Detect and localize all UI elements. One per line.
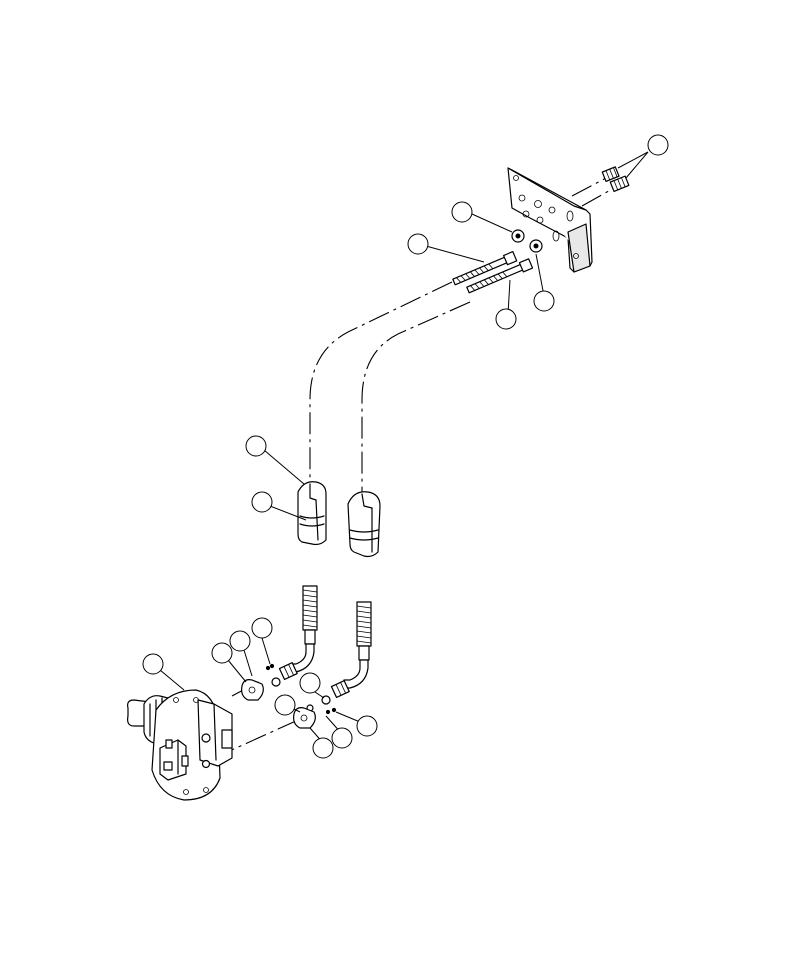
plate-hole (536, 216, 544, 224)
routing-line-left (309, 281, 453, 480)
plate-slot (566, 210, 574, 222)
routing-line-bracket-upper (571, 177, 607, 197)
leader-lines (159, 151, 649, 745)
plate-hole (534, 200, 542, 208)
motor-assembly (127, 689, 233, 801)
plate-slot (552, 230, 560, 242)
callout-c13 (274, 694, 296, 716)
callout-c9 (211, 642, 233, 664)
plate-hole (518, 194, 526, 202)
mounting-plate (507, 167, 593, 273)
callout-c7 (251, 491, 273, 513)
swivel-adapter-lower (293, 707, 316, 729)
hose-right (343, 601, 372, 689)
callout-c3 (407, 233, 429, 255)
routing-lines (213, 177, 615, 759)
callout-c10 (229, 630, 251, 652)
callout-c15 (331, 727, 353, 749)
routing-line-bracket-lower (581, 187, 615, 207)
hose-nut-left (278, 662, 298, 681)
callout-c5 (495, 308, 517, 330)
routing-line-right (361, 301, 471, 492)
plate-hole (513, 175, 519, 181)
callout-c4 (533, 290, 555, 312)
threaded-rods (452, 251, 534, 294)
swivel-adapter-upper (241, 679, 264, 701)
hose-left (289, 585, 318, 673)
callout-c2 (451, 201, 473, 223)
hose-sleeve-right (347, 491, 381, 558)
callout-c14 (356, 715, 378, 737)
plate-hole (522, 210, 530, 218)
callout-c1 (647, 134, 669, 156)
callout-bubbles (142, 134, 669, 759)
plate-hole (573, 253, 579, 259)
bulkhead-fittings (601, 166, 630, 192)
hose-nut-right (330, 680, 350, 699)
callout-c8 (142, 653, 164, 675)
callout-c12 (299, 672, 321, 694)
hose-sleeve-left (297, 481, 327, 546)
plate-hole (548, 206, 556, 214)
callout-c16 (312, 737, 334, 759)
callout-c11 (251, 617, 273, 639)
callout-c6 (245, 435, 267, 457)
plate-nuts (511, 229, 543, 253)
